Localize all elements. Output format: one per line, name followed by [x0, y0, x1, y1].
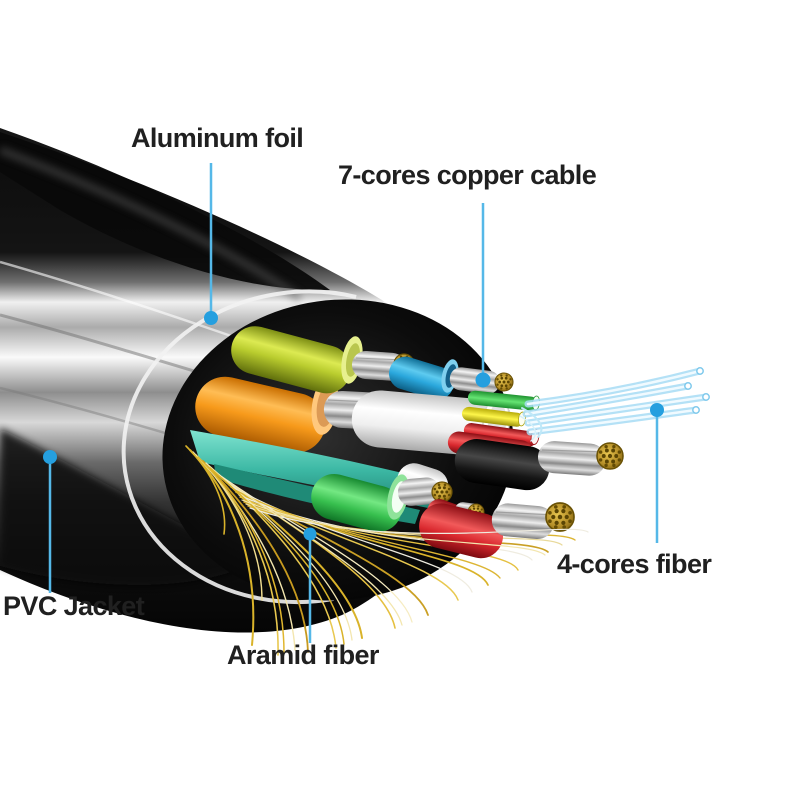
aluminum-foil-callout-dot — [204, 311, 218, 325]
optic-fibers — [519, 367, 710, 442]
pvc-jacket-callout-dot — [43, 450, 57, 464]
fiber-cores-callout-dot — [650, 403, 664, 417]
aramid-fiber-callout-dot — [303, 527, 317, 541]
label-fiber-cores: 4-cores fiber — [557, 549, 712, 579]
label-aramid-fiber: Aramid fiber — [227, 640, 379, 670]
callouts — [48, 163, 659, 643]
green-wire-copper-tip — [431, 481, 453, 503]
copper-cable-callout-dot — [475, 372, 491, 388]
green-wire — [311, 473, 453, 532]
label-pvc-jacket: PVC Jacket — [3, 591, 145, 621]
red-wire-large-copper-tip — [545, 502, 575, 532]
black-wire — [454, 439, 624, 491]
label-copper-cable: 7-cores copper cable — [338, 160, 597, 190]
label-aluminum-foil: Aluminum foil — [131, 123, 304, 153]
lime-wire — [231, 326, 415, 394]
aramid-fiber-front-strands — [197, 456, 589, 654]
black-wire-copper-tip — [596, 442, 624, 470]
blue-wire-copper-tip — [494, 372, 514, 392]
callout-dots — [43, 311, 664, 541]
